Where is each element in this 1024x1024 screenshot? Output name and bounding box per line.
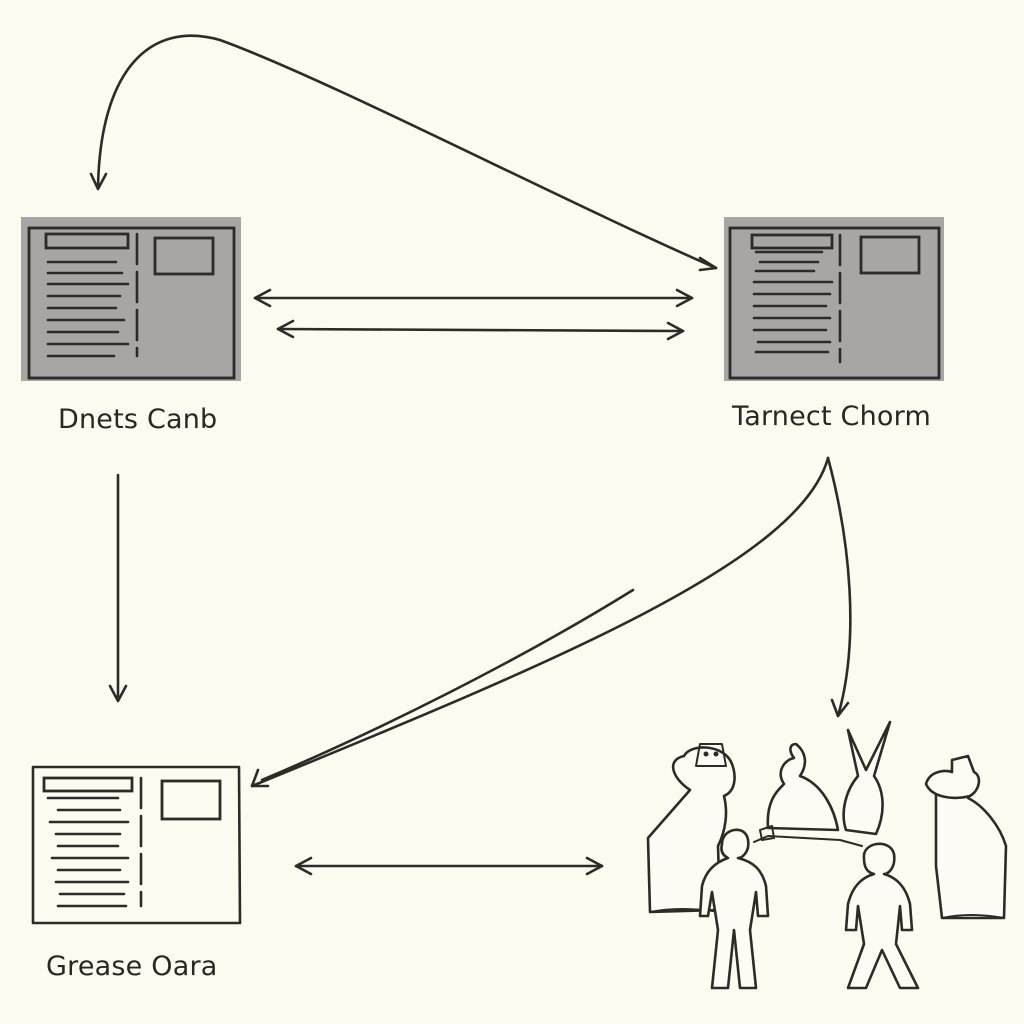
- document-panel-top-left: [21, 217, 241, 381]
- arrow-bidirectional-bottom: [294, 856, 604, 876]
- arrow-bidirectional-top-2: [276, 319, 685, 341]
- node-label-top-left: Dnets Canb: [58, 404, 218, 435]
- arrow-bidirectional-top-1: [253, 288, 694, 308]
- arrow-down-left: [108, 473, 128, 703]
- arrow-curve-to-bottom-left: [250, 456, 830, 788]
- people-group-icon: [646, 720, 1008, 990]
- document-panel-top-right: [724, 217, 944, 381]
- document-panel-bottom-left: [30, 765, 242, 925]
- arrow-curve-top: [89, 34, 718, 272]
- node-label-bottom-left: Grease Oara: [46, 951, 218, 982]
- node-label-top-right: Tarnect Chorm: [732, 401, 931, 432]
- arrow-curve-to-people: [826, 456, 852, 718]
